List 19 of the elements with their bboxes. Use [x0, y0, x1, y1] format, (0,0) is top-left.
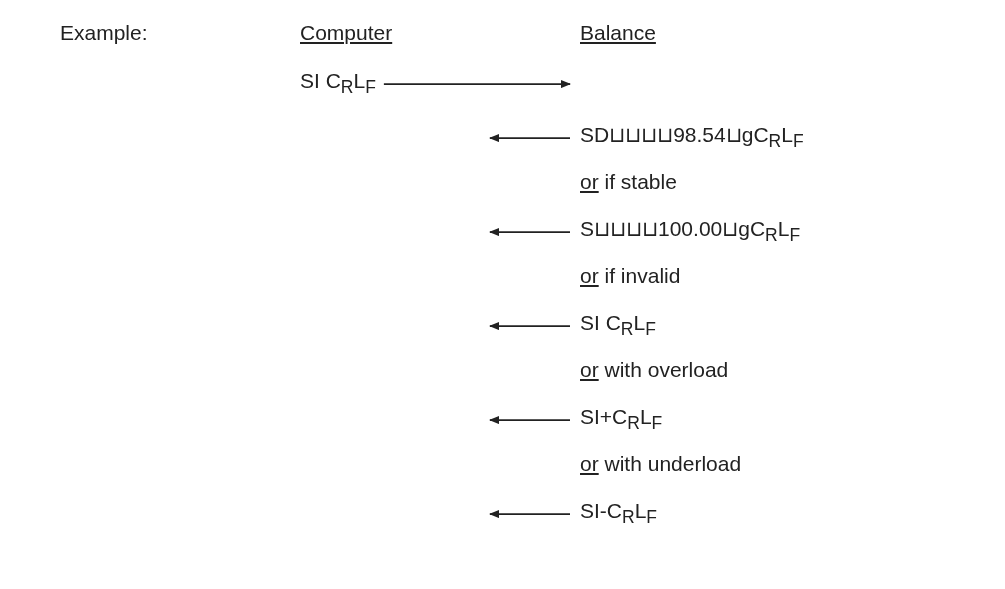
arrow — [489, 510, 571, 519]
message-text: SI C$_{R}$L$_{F}$ — [580, 310, 656, 343]
column-heading: Computer — [300, 20, 393, 46]
arrow — [489, 322, 571, 331]
arrow — [489, 416, 571, 425]
condition-note: or with overload — [580, 357, 729, 383]
column-heading: Balance — [580, 20, 656, 46]
condition-note: or if invalid — [580, 263, 681, 289]
message-text: SD⊔⊔⊔⊔98.54⊔gC$_{R}$L$_{F}$ — [580, 122, 804, 155]
condition-note: or if stable — [580, 169, 677, 195]
message-text: SI-C$_{R}$L$_{F}$ — [580, 498, 658, 531]
arrow — [489, 134, 571, 143]
arrow — [383, 80, 571, 89]
message-text: S⊔⊔⊔⊔100.00⊔gC$_{R}$L$_{F}$ — [580, 216, 801, 249]
message-text: SI C$_{R}$L$_{F}$ — [300, 68, 376, 101]
condition-note: or with underload — [580, 451, 742, 477]
arrow — [489, 228, 571, 237]
example-label: Example: — [60, 20, 148, 46]
message-text: SI+C$_{R}$L$_{F}$ — [580, 404, 663, 437]
